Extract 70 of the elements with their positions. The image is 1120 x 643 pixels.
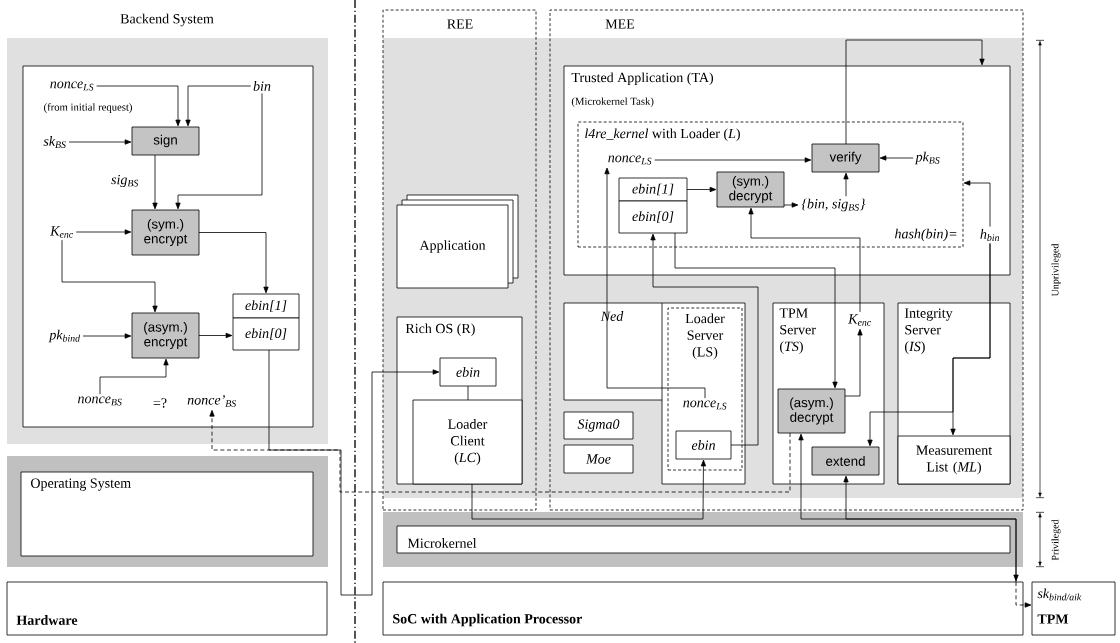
process-box: (asym.) decrypt [777,388,846,434]
arrow [96,85,181,127]
variable-text: K$_{enc}$ [50,226,74,238]
variable-text: sk$_{BS}$ [43,136,66,148]
variable-text: h$_{bin}$ [980,229,1000,241]
arrow [844,328,863,397]
arrow [843,475,1017,583]
arrow [650,233,759,446]
arrow [654,157,812,163]
process-box: extend [811,446,880,476]
component-box: Loader Client (LC) [412,399,523,485]
variable-text: bin [253,81,271,91]
variable-text: K$_{enc}$ [848,314,872,326]
arrow [268,349,440,596]
arrow [604,167,706,399]
variable-text: nonce$_{LS}$ (from initial request) [44,81,132,113]
arrow [99,358,169,395]
arrow [61,239,158,313]
node-label: Backend System [120,13,214,27]
data-box: ebin [675,430,732,460]
process-box: (asym.) encrypt [131,312,200,359]
application-stack: Application [396,194,519,289]
arrow [748,207,861,313]
arrow [68,139,132,145]
component-box: Moe [563,444,634,474]
arrow [845,39,985,145]
component-box: Measurement List (ML) [897,435,1011,485]
variable-text: nonce’$_{BS}$ [187,395,236,407]
arrow [82,333,132,339]
process-box: (sym.) decrypt [716,171,785,208]
comparison-sign: =? [153,398,167,408]
variable-text: {bin, sig$_{BS}$} [801,198,866,212]
dimension-label: Privileged [1051,519,1061,561]
variable-text: pk$_{bind}$ [48,329,81,343]
arrow [686,186,717,193]
arrow [963,180,991,227]
arrow [783,202,799,208]
process-box: (sym.) encrypt [131,209,200,256]
arrow [879,155,914,161]
dimension-label: Unprivileged [1051,243,1061,297]
data-box: ebin[0] [232,317,300,351]
process-box: sign [131,126,200,156]
arrow [198,232,269,294]
kernel-box: Microkernel [396,525,1011,554]
component-box: Sigma0 [563,411,634,440]
layer-box: Operating System [7,456,328,567]
hardware-box: sk$_{bind/aik}$ TPM [1031,581,1116,636]
variable-text: pk$_{BS}$ [914,151,940,165]
data-box: ebin [439,357,497,387]
process-box: verify [811,143,880,173]
arrow [185,85,252,127]
arrow [798,433,1019,582]
arrow [75,229,132,235]
variable-text: nonce$_{BS}$ [78,396,122,406]
data-box: ebin[1] [618,177,688,202]
arrow [152,154,158,210]
arrow [1015,581,1032,608]
variable-text: nonce$_{LS}$ [608,155,652,165]
hardware-box: SoC with Application Processor [382,581,1024,636]
arrow [209,410,791,493]
data-box: ebin[0] [618,200,688,234]
arrow [175,92,263,210]
arrow [674,232,838,389]
arrow [198,332,233,339]
arrow [471,459,707,520]
arrow [843,172,849,197]
hardware-box: Hardware [6,581,328,636]
data-box: ebin[1] [232,293,300,319]
arrow [867,243,991,447]
variable-text: nonce$_{LS}$ [683,400,727,410]
